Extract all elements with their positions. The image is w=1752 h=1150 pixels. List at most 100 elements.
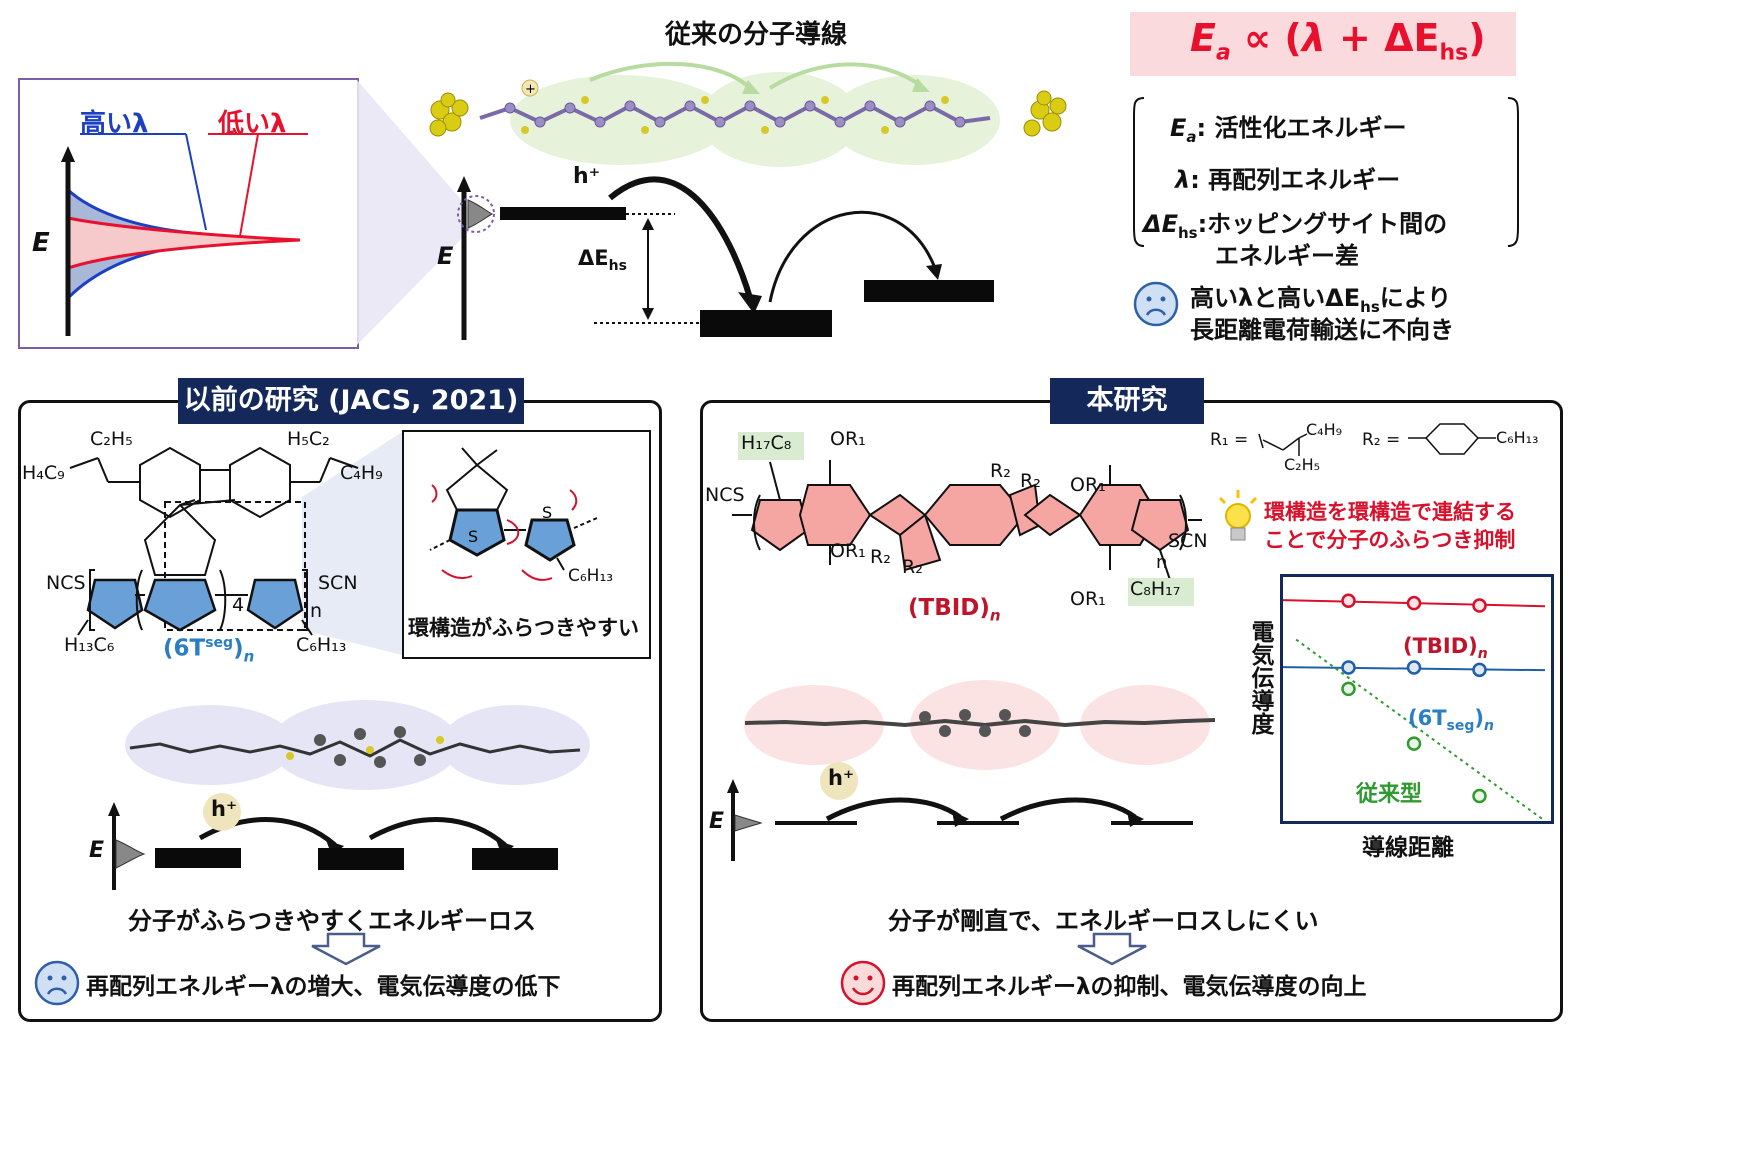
r2-definition: R₂ =	[1362, 430, 1401, 450]
this-study-tab: 本研究	[1050, 378, 1204, 424]
sub-c6h13-left: C₆H₁₃	[296, 634, 347, 656]
top-conclusion-a: 高いλと高いΔE	[1190, 284, 1361, 312]
data-point-2-0	[1341, 681, 1356, 697]
def-ea: Ea: 活性化エネルギー	[1170, 108, 1406, 146]
def-ea-sym: E	[1170, 114, 1187, 142]
happy-face-icon	[840, 960, 886, 1006]
right-molecule-render	[744, 709, 1216, 737]
left-down-arrow-icon	[311, 932, 381, 966]
sub-or1-top-right: OR₁	[1070, 474, 1106, 496]
chart-label-6tseg-sub: seg	[1446, 718, 1475, 735]
def-dehs-sym: ΔE	[1143, 210, 1178, 238]
sub-r2-a: R₂	[870, 546, 891, 568]
delta-e-label: ΔEhs	[578, 246, 627, 274]
def-dehs-text: :ホッピングサイト間の	[1197, 210, 1448, 238]
sub-r2-d: R₂	[1020, 470, 1041, 492]
6tseg-close: )	[233, 635, 244, 662]
right-statement: 分子が剛直で、エネルギーロスしにくい	[888, 907, 1319, 935]
data-point-0-2	[1472, 598, 1487, 613]
dos-energy-axis-label: E	[32, 228, 50, 258]
definition-brackets	[1133, 97, 1519, 247]
c8h17-highlight	[1128, 578, 1194, 606]
chart-ylabel: 電気伝導度	[1247, 620, 1273, 735]
top-conclusion-line2: 長距離電荷輸送に不向き	[1190, 316, 1454, 344]
sub-or1-top-left: OR₁	[830, 428, 866, 450]
left-statement: 分子がふらつきやすくエネルギーロス	[128, 907, 536, 935]
svg-text:S: S	[542, 503, 552, 522]
data-point-1-1	[1406, 660, 1422, 675]
top-conclusion-line1: 高いλと高いΔEhsにより	[1190, 278, 1451, 316]
top-energy-axis-label: E	[437, 242, 454, 270]
delta-e-sub: hs	[608, 258, 627, 275]
right-energy-axis-label: E	[709, 809, 725, 834]
sub-or1-bottom-right: OR₁	[1070, 588, 1106, 610]
top-level-3	[864, 280, 994, 302]
sub-c2h5-left: C₂H₅	[90, 428, 133, 450]
sub-h13c6: H₁₃C₆	[64, 634, 115, 656]
6tseg-text: (6T	[163, 635, 206, 662]
sub-c6h13-inset: C₆H₁₃	[568, 566, 614, 586]
top-conclusion-b: により	[1379, 284, 1452, 312]
chart-label-tbid-n: n	[1477, 646, 1488, 663]
conductance-chart	[1282, 593, 1546, 821]
def-dehs-sub: hs	[1177, 223, 1198, 242]
wobble-inset-drawing: S S	[429, 447, 598, 581]
chart-label-6tseg-text: (6T	[1408, 706, 1447, 730]
chart-label-6tseg: (6Tseg)n	[1408, 706, 1494, 734]
eq-plus: + ΔE	[1325, 16, 1440, 60]
idea-line2: ことで分子のふらつき抑制	[1264, 528, 1516, 552]
chart-label-tbid-text: (TBID)	[1403, 634, 1478, 658]
chart-label-conventional: 従来型	[1356, 782, 1423, 807]
sub-or1-bottom-left: OR₁	[830, 540, 866, 562]
sub-c4h9-right: C₄H₉	[340, 462, 383, 484]
r1-c4h9: C₄H₉	[1306, 420, 1343, 439]
r1-c2h5: C₂H₅	[1284, 455, 1321, 474]
eq-ea-sub: a	[1215, 40, 1231, 66]
data-point-1-2	[1472, 662, 1487, 678]
idea-line1: 環構造を環構造で連結する	[1264, 500, 1516, 524]
r2-phenyl-structure	[1408, 423, 1496, 455]
6tseg-structure	[69, 446, 359, 636]
data-point-0-1	[1406, 595, 1422, 611]
eq-prop: ∝ (	[1230, 16, 1302, 60]
sub-h4c9: H₄C₉	[22, 462, 65, 484]
right-energy-diagram	[727, 779, 1193, 861]
6tseg-n: n	[243, 647, 255, 666]
def-dehs: ΔEhs:ホッピングサイト間の	[1143, 204, 1447, 242]
conventional-title: 従来の分子導線	[665, 20, 848, 50]
sub-h5c2: H₅C₂	[287, 428, 330, 450]
sub-ncs-right: NCS	[705, 484, 745, 506]
tbid-n: n	[989, 606, 1001, 625]
tbid-structure	[732, 460, 1202, 581]
top-level-2	[700, 310, 832, 337]
chart-label-6tseg-n: n	[1484, 718, 1494, 735]
r1-definition: R₁ =	[1210, 430, 1249, 450]
sub-scn-left: SCN	[318, 572, 358, 594]
sub-n-left: n	[310, 600, 323, 622]
sub-h17c8: H₁₇C₈	[741, 432, 792, 454]
top-hole-label: h⁺	[573, 164, 601, 189]
sad-face-icon	[1133, 281, 1179, 327]
series-line-2	[1295, 638, 1544, 821]
tbid-text: (TBID)	[908, 595, 990, 621]
left-energy-axis-label: E	[89, 838, 105, 863]
sub-scn-right: SCN	[1168, 530, 1208, 552]
6tseg-sup: seg	[205, 635, 234, 651]
left-level-2	[318, 848, 404, 870]
r1-structure	[1258, 433, 1308, 456]
data-point-2-2	[1472, 788, 1487, 804]
chart-xlabel: 導線距離	[1362, 835, 1454, 861]
def-dehs-cont: エネルギー差	[1215, 242, 1359, 270]
eq-sub: hs	[1439, 40, 1469, 66]
equation-box	[1130, 12, 1516, 76]
6tseg-label: (6Tseg)n	[163, 635, 254, 665]
def-lambda: λ: 再配列エネルギー	[1175, 160, 1400, 195]
data-point-0-0	[1341, 593, 1356, 609]
lightbulb-icon	[1218, 490, 1258, 541]
left-hole-badge	[203, 793, 241, 831]
data-point-2-1	[1406, 736, 1422, 751]
conductance-chart-frame	[1280, 574, 1554, 824]
def-lambda-sym: λ	[1175, 166, 1191, 194]
def-ea-sub: a	[1186, 127, 1197, 146]
